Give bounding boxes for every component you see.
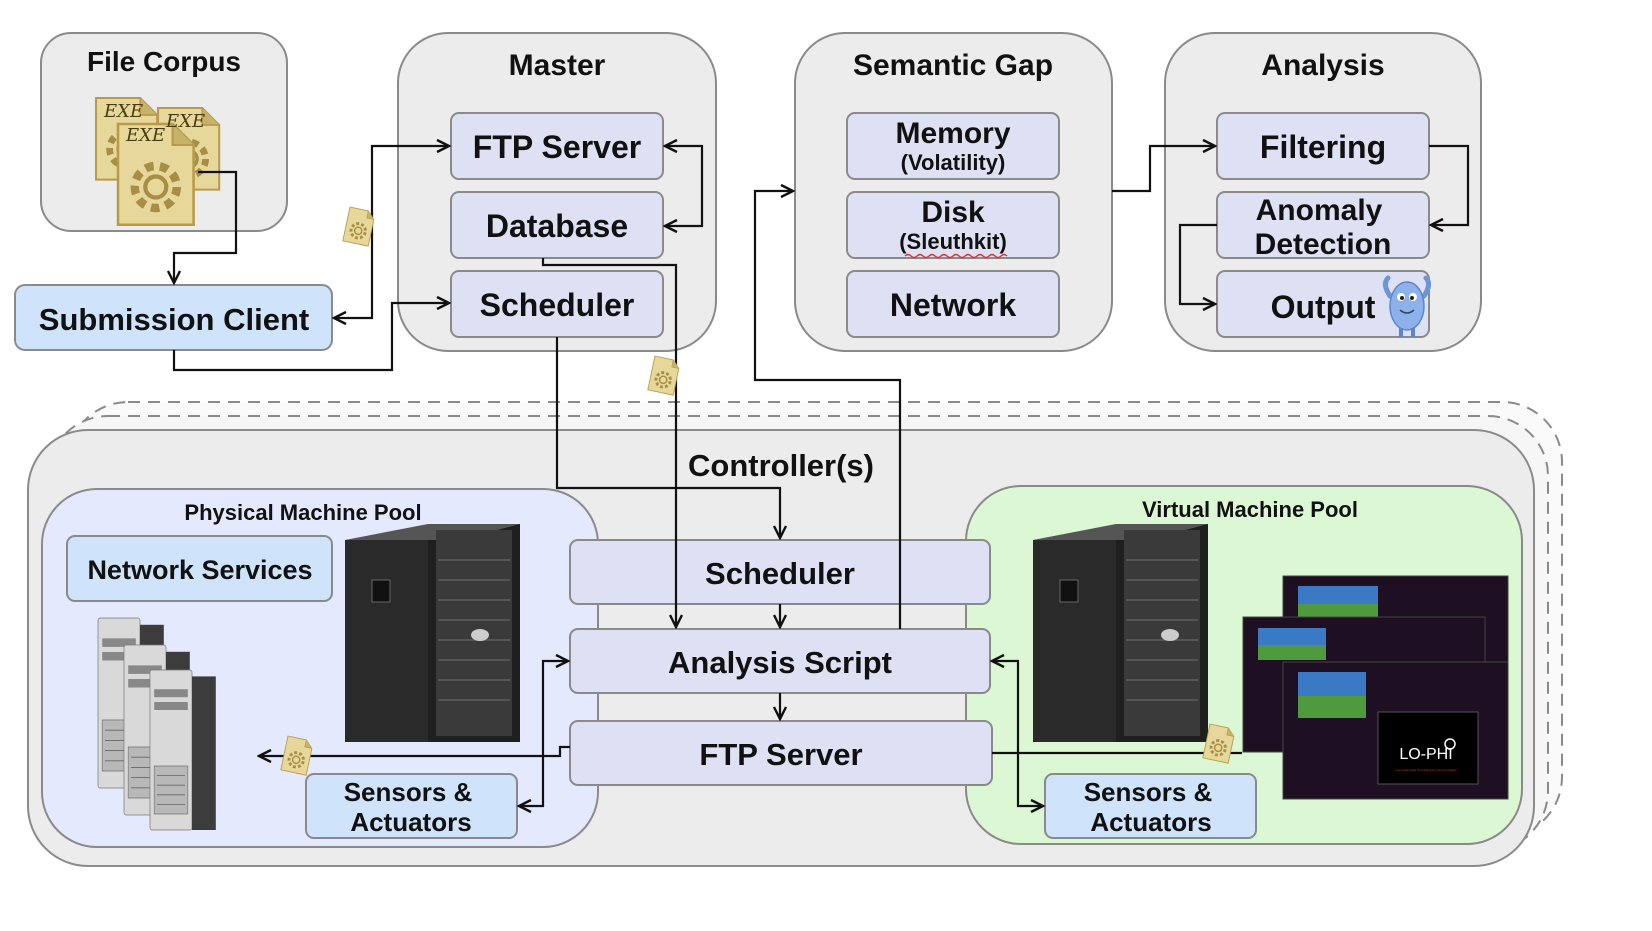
client-to-ftp-arrow xyxy=(370,146,448,232)
controller-scheduler-box: Scheduler xyxy=(569,539,991,605)
vm-sensors-to-script-arrow xyxy=(993,661,1020,735)
corpus-to-client-arrow xyxy=(174,170,238,282)
semantic-gap-to-filtering-arrow xyxy=(1112,146,1214,193)
database-box: Database xyxy=(450,191,664,259)
submission-client-box: Submission Client xyxy=(14,284,333,351)
controller-ftp-server-box: FTP Server xyxy=(569,720,993,786)
filtering-to-anomaly-arrow xyxy=(1429,144,1470,225)
controller-ftp-server-label: FTP Server xyxy=(699,737,862,772)
network-services-box: Network Services xyxy=(66,535,333,602)
virtual-host-server-icon xyxy=(1033,524,1208,742)
filtering-label: Filtering xyxy=(1260,129,1386,165)
analysis-group: Analysis Filtering Anomaly Detection Out… xyxy=(1164,32,1482,352)
semantic-gap-title: Semantic Gap xyxy=(853,49,1053,82)
volatility-label: (Volatility) xyxy=(901,150,1006,175)
connections xyxy=(172,144,1470,806)
script-to-vm-sensors-arrow xyxy=(1016,735,1042,806)
sleuthkit-label: (Sleuthkit) xyxy=(899,229,1007,254)
virtual-machine-pool: Virtual Machine Pool xyxy=(965,485,1523,845)
anomaly-label: Anomaly xyxy=(1256,194,1383,227)
actuators-label: Actuators xyxy=(1090,807,1211,837)
sensors-label: Sensors & xyxy=(344,777,473,807)
master-title: Master xyxy=(509,49,606,82)
ftp-to-db-arrow xyxy=(666,185,704,226)
master-scheduler-box: Scheduler xyxy=(450,270,664,338)
analysis-script-box: Analysis Script xyxy=(569,628,991,694)
exe-files-icon: EXE EXE EXE xyxy=(96,98,219,225)
network-label: Network xyxy=(890,287,1016,323)
script-to-sensors-arrow xyxy=(520,745,545,806)
output-box: Output xyxy=(1216,270,1430,338)
analysis-script-label: Analysis Script xyxy=(668,645,892,680)
ftp-to-physical-machines-arrow xyxy=(260,745,570,756)
file-corpus-title: File Corpus xyxy=(87,46,241,77)
file-corpus-group: File Corpus EXE EXE EXE xyxy=(40,32,288,232)
exe-file-label: EXE xyxy=(125,125,165,146)
submission-client-label: Submission Client xyxy=(39,302,309,337)
client-to-scheduler-arrow xyxy=(172,303,448,372)
actuators-label: Actuators xyxy=(350,807,471,837)
memory-box: Memory (Volatility) xyxy=(846,112,1060,180)
detection-label: Detection xyxy=(1255,228,1392,261)
database-label: Database xyxy=(486,208,628,244)
monster-mascot-icon xyxy=(1382,275,1432,337)
output-label: Output xyxy=(1271,289,1376,325)
ftp-to-client-arrow xyxy=(335,232,374,318)
anomaly-to-output-arrow xyxy=(1178,223,1217,304)
anomaly-detection-box: Anomaly Detection xyxy=(1216,191,1430,261)
master-scheduler-label: Scheduler xyxy=(480,287,635,323)
virtual-pool-title: Virtual Machine Pool xyxy=(1142,497,1358,522)
sensors-actuators-right-box: Sensors & Actuators xyxy=(1044,773,1257,839)
sensors-to-script-arrow xyxy=(541,661,567,745)
master-ftp-server-label: FTP Server xyxy=(473,129,641,165)
network-box: Network xyxy=(846,270,1060,338)
lo-phi-logo: LO-PHI xyxy=(1399,746,1452,763)
semantic-gap-group: Semantic Gap Memory (Volatility) Disk (S… xyxy=(794,32,1113,352)
vm-screens-icon: LO-PHI Low-observable Physical Host Inst… xyxy=(1242,575,1509,800)
disk-label: Disk xyxy=(921,196,985,229)
db-to-ftp-arrow xyxy=(666,146,704,185)
master-ftp-server-box: FTP Server xyxy=(450,112,664,180)
exe-file-label: EXE xyxy=(165,111,205,132)
physical-server-icon xyxy=(345,524,520,742)
physical-pool-title: Physical Machine Pool xyxy=(184,500,421,525)
memory-label: Memory xyxy=(895,117,1010,150)
filtering-box: Filtering xyxy=(1216,112,1430,180)
scheduler-to-controller-arrow xyxy=(555,337,780,537)
lo-phi-tagline: Low-observable Physical Host Instrumenta… xyxy=(1395,768,1457,772)
controllers-title: Controller(s) xyxy=(688,448,874,483)
sensors-label: Sensors & xyxy=(1084,777,1213,807)
exe-file-label: EXE xyxy=(103,101,143,122)
spellcheck-underline xyxy=(904,253,1008,259)
exe-transfer-icon xyxy=(341,205,377,248)
network-services-label: Network Services xyxy=(87,555,312,585)
sensors-actuators-left-box: Sensors & Actuators xyxy=(305,773,518,839)
analysis-title: Analysis xyxy=(1261,49,1384,82)
db-to-analysis-script-arrow xyxy=(541,258,676,626)
physical-machine-pool: Physical Machine Pool Network Services xyxy=(41,488,599,848)
disk-box: Disk (Sleuthkit) xyxy=(846,191,1060,259)
master-group: Master FTP Server Database Scheduler xyxy=(397,32,717,352)
controller-scheduler-label: Scheduler xyxy=(705,556,855,591)
script-to-semantic-gap-arrow xyxy=(753,191,902,629)
